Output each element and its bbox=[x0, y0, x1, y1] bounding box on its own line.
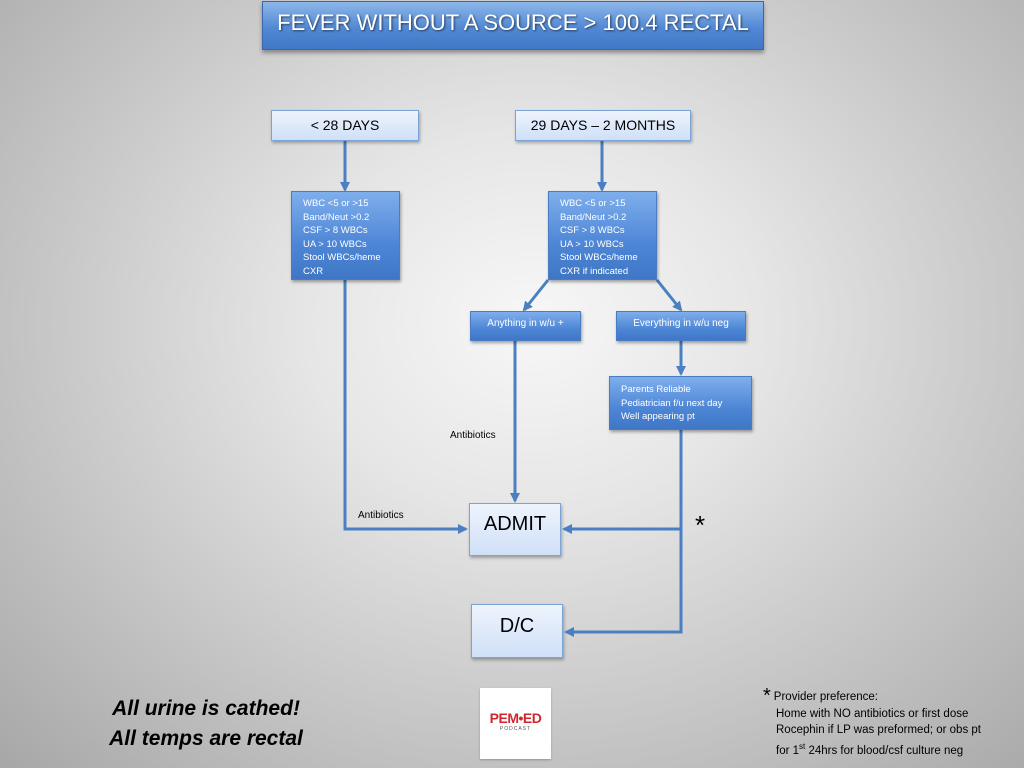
workup-29-days-to-2-months-box: WBC <5 or >15 Band/Neut >0.2 CSF > 8 WBC… bbox=[548, 191, 657, 280]
workup-item: WBC <5 or >15 bbox=[560, 198, 626, 209]
age-under-28-days-box: < 28 DAYS bbox=[271, 110, 419, 141]
workup-item: UA > 10 WBCs bbox=[560, 238, 624, 250]
logo-wordmark: PEM•ED bbox=[489, 710, 542, 726]
workup-positive-box: Anything in w/u + bbox=[470, 311, 581, 341]
criteria-item: Parents Reliable bbox=[621, 384, 691, 395]
footer-notes: All urine is cathed! All temps are recta… bbox=[86, 694, 326, 754]
arrow-criteria-to-admit bbox=[562, 430, 683, 534]
discharge-criteria-box: Parents Reliable Pediatrician f/u next d… bbox=[609, 376, 752, 430]
workup-item: WBC <5 or >15 bbox=[303, 198, 369, 209]
workup-under-28-box: WBC <5 or >15 Band/Neut >0.2 CSF > 8 WBC… bbox=[291, 191, 400, 280]
arrow-workup-to-negative bbox=[655, 279, 683, 312]
age-29-days-to-2-months-box: 29 DAYS – 2 MONTHS bbox=[515, 110, 691, 141]
logo-subtitle: PODCAST bbox=[499, 726, 532, 732]
workup-item: Band/Neut >0.2 bbox=[303, 211, 370, 223]
arrow-under28-workup-to-admit bbox=[343, 280, 468, 534]
workup-item: CXR bbox=[303, 265, 324, 277]
antibiotics-label-under-28: Antibiotics bbox=[358, 510, 404, 521]
footer-line-temps: All temps are rectal bbox=[109, 727, 303, 750]
note-asterisk: * bbox=[763, 685, 771, 707]
note-line: Rocephin if LP was preformed; or obs pt bbox=[776, 724, 981, 736]
note-line: Home with NO antibiotics or first dose bbox=[776, 707, 969, 720]
note-heading-line: *Provider preference: bbox=[763, 685, 1023, 707]
antibiotics-label-positive: Antibiotics bbox=[450, 430, 496, 441]
workup-negative-box: Everything in w/u neg bbox=[616, 311, 746, 341]
footer-line-urine: All urine is cathed! bbox=[112, 697, 300, 720]
workup-item: Stool WBCs/heme bbox=[303, 252, 381, 264]
note-line: for 1st 24hrs for blood/csf culture neg bbox=[763, 739, 1023, 759]
note-heading: Provider preference: bbox=[773, 691, 878, 703]
workup-item: CSF > 8 WBCs bbox=[303, 225, 368, 237]
provider-preference-note: *Provider preference: Home with NO antib… bbox=[763, 685, 1023, 759]
workup-item: CSF > 8 WBCs bbox=[560, 225, 625, 237]
workup-item: Band/Neut >0.2 bbox=[560, 211, 627, 223]
note-line3-ordinal: st bbox=[799, 741, 806, 751]
discharge-box: D/C bbox=[471, 604, 563, 658]
admit-box: ADMIT bbox=[469, 503, 561, 556]
criteria-item: Well appearing pt bbox=[621, 411, 695, 423]
criteria-item: Pediatrician f/u next day bbox=[621, 397, 723, 409]
page-title: FEVER WITHOUT A SOURCE > 100.4 RECTAL bbox=[262, 1, 764, 50]
workup-item: CXR if indicated bbox=[560, 265, 629, 277]
workup-item: UA > 10 WBCs bbox=[303, 238, 367, 250]
workup-item: Stool WBCs/heme bbox=[560, 252, 638, 264]
arrow-workup-to-positive bbox=[522, 279, 550, 312]
asterisk-provider-preference-marker: * bbox=[695, 510, 706, 540]
arrow-criteria-to-discharge bbox=[564, 529, 683, 637]
pem-ed-podcast-logo: PEM•ED PODCAST bbox=[480, 688, 551, 759]
note-line3-end: 24hrs for blood/csf culture neg bbox=[805, 744, 964, 757]
note-line3-start: for 1 bbox=[776, 744, 800, 757]
